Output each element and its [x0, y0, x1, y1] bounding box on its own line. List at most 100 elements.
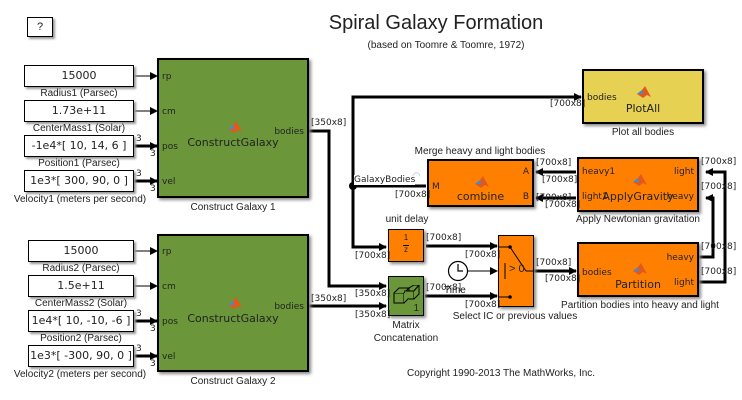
centermass1-constant[interactable]: 1.73e+11	[24, 100, 134, 122]
partition-caption: Partition bodies into heavy and light	[561, 300, 719, 311]
combine-a-dim: [700x8]	[536, 158, 572, 168]
signal-logging-icon: ◠	[412, 171, 421, 182]
clock-block[interactable]	[447, 260, 469, 282]
position1-constant[interactable]: -1e4*[ 10, 14, 6 ]	[24, 135, 134, 157]
vel1-width-in: 3	[150, 184, 156, 194]
block-name: ApplyGravity	[602, 190, 674, 203]
partition-in-dim: [700x8]	[545, 274, 581, 284]
unit-delay-caption: unit delay	[385, 214, 429, 225]
port-bodies: bodies	[274, 302, 304, 312]
delay-denominator: z	[404, 245, 408, 254]
port-light: light	[674, 167, 694, 177]
apply-gravity-caption: Apply Newtonian gravitation	[576, 214, 700, 225]
wire-galaxy1-out	[309, 129, 387, 290]
port-vel: vel	[162, 177, 176, 187]
matlab-function-icon	[633, 263, 647, 275]
matlab-function-icon	[633, 174, 647, 186]
switch-caption: Select IC or previous values	[452, 311, 578, 322]
wire-partition-heavy	[697, 194, 715, 259]
port-cm: cm	[162, 282, 176, 292]
help-button[interactable]: ?	[27, 17, 53, 37]
signal-name-galaxybodies: GalaxyBodies	[354, 175, 416, 185]
construct-galaxy-1-block[interactable]: rp cm pos vel bodies ConstructGalaxy	[157, 58, 309, 198]
concat-dimension: 1	[413, 303, 419, 314]
partition-light-dim: [700x8]	[701, 267, 737, 277]
diagram-title: Spiral Galaxy Formation	[328, 12, 544, 34]
port-rp: rp	[162, 72, 172, 82]
delay-in-dim: [700x8]	[355, 251, 391, 261]
radius2-constant[interactable]: 15000	[28, 240, 134, 262]
velocity2-constant[interactable]: 1e3*[ -300, 90, 0 ]	[28, 345, 134, 367]
galaxy1-out-dim: [350x8]	[311, 118, 347, 128]
concat-caption-line2: Concatenation	[373, 333, 439, 344]
vel2-width-in: 3	[150, 359, 156, 369]
diagram-subtitle: (based on Toomre & Toomre, 1972)	[367, 40, 525, 51]
port-a: A	[522, 167, 529, 177]
concat-in1-dim: [350x8]	[355, 289, 391, 299]
velocity1-label: Velocity1 (meters per second)	[13, 194, 147, 205]
switch-in3-dim: [700x8]	[465, 300, 501, 310]
fraction-bar	[403, 245, 409, 246]
port-bodies: bodies	[582, 268, 612, 278]
concat-cubes-icon	[393, 285, 420, 304]
centermass2-label: CenterMass2 (Solar)	[34, 298, 128, 309]
matlab-function-icon	[228, 121, 242, 133]
switch-block[interactable]: > 0	[498, 235, 534, 307]
block-name: Partition	[615, 278, 661, 291]
radius1-constant[interactable]: 15000	[24, 65, 134, 87]
block-name: PlotAll	[625, 102, 661, 115]
combine-out-dim: [700x8]	[395, 190, 431, 200]
combine-b-dim: [700x8]	[536, 193, 572, 203]
radius1-label: Radius1 (Parsec)	[40, 88, 118, 99]
gravity-light1-dim: [700x8]	[545, 200, 581, 210]
construct-galaxy-2-block[interactable]: rp cm pos vel bodies ConstructGalaxy	[157, 234, 309, 372]
clock-caption: Time	[444, 285, 466, 296]
matrix-concat-block[interactable]: 1	[388, 276, 424, 316]
plotall-block[interactable]: bodies PlotAll	[582, 69, 704, 124]
port-vel: vel	[162, 352, 176, 362]
switch-in1-dim: [700x8]	[465, 250, 501, 260]
port-rp: rp	[162, 247, 172, 257]
construct-galaxy-2-caption: Construct Galaxy 2	[190, 376, 276, 387]
port-pos: pos	[162, 142, 178, 152]
plotall-caption: Plot all bodies	[611, 127, 675, 138]
pos2-width-in: 3	[150, 324, 156, 334]
matlab-function-icon	[475, 176, 489, 188]
gravity-light-dim: [700x8]	[701, 157, 737, 167]
radius2-label: Radius2 (Parsec)	[42, 263, 120, 274]
port-cm: cm	[162, 107, 176, 117]
partition-block[interactable]: bodies heavy light Partition	[577, 242, 699, 297]
wire-to-plotall	[351, 93, 582, 186]
pos1-width-in: 3	[150, 149, 156, 159]
delay-numerator: 1	[403, 233, 409, 242]
port-light: light	[674, 278, 694, 288]
velocity1-constant[interactable]: 1e3*[ 300, 90, 0 ]	[24, 170, 134, 192]
delay-out-dim: [700x8]	[426, 233, 462, 243]
port-heavy: heavy	[666, 253, 694, 263]
apply-gravity-block[interactable]: heavy1 light1 light heavy ApplyGravity	[577, 157, 699, 212]
plotall-in-dim: [700x8]	[550, 99, 586, 109]
position2-constant[interactable]: 1e4*[ 10, -10, -6 ]	[28, 310, 134, 332]
combine-caption: Merge heavy and light bodies	[414, 146, 546, 157]
switch-icon	[499, 245, 533, 299]
construct-galaxy-1-caption: Construct Galaxy 1	[190, 202, 276, 213]
port-pos: pos	[162, 317, 178, 327]
port-heavy1: heavy1	[582, 167, 616, 177]
partition-heavy-dim: [700x8]	[701, 242, 737, 252]
unit-delay-block[interactable]: 1 z	[388, 229, 424, 262]
concat-in2-dim: [350x8]	[355, 310, 391, 320]
matlab-function-icon	[228, 297, 242, 309]
vel2-width-out: 3	[136, 344, 142, 354]
matlab-function-icon	[637, 86, 651, 98]
pos1-width-out: 3	[136, 134, 142, 144]
position2-label: Position2 (Parsec)	[40, 333, 122, 344]
port-light1: light1	[582, 192, 608, 202]
combine-block[interactable]: M A B combine	[427, 159, 534, 207]
port-bodies: bodies	[274, 127, 304, 137]
port-m: M	[432, 182, 440, 192]
centermass2-constant[interactable]: 1.5e+11	[28, 275, 134, 297]
gravity-heavy1-dim: [700x8]	[542, 175, 578, 185]
copyright-note: Copyright 1990-2013 The MathWorks, Inc.	[407, 368, 596, 379]
position1-label: Position1 (Parsec)	[38, 158, 120, 169]
wire-to-delay	[351, 186, 387, 251]
